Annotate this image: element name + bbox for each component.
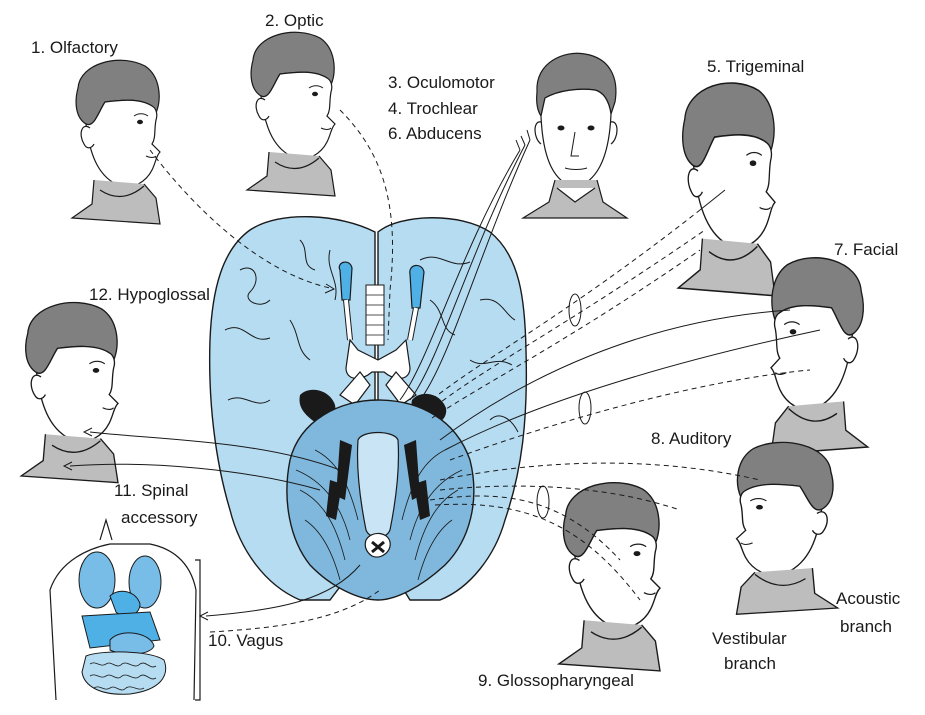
label-spinal-2: accessory [121, 508, 198, 528]
label-vagus: 10. Vagus [208, 631, 283, 651]
label-oculomotor: 3. Oculomotor [388, 73, 495, 93]
head-hypoglossal [21, 303, 118, 483]
head-acoustic [737, 442, 838, 614]
head-oculomotor [523, 53, 627, 218]
head-glossopharyngeal [559, 483, 660, 671]
label-vestibular-1: Vestibular [712, 629, 787, 649]
label-abducens: 6. Abducens [388, 124, 482, 144]
label-optic: 2. Optic [265, 11, 324, 31]
label-facial: 7. Facial [834, 240, 898, 260]
head-facial [771, 258, 868, 454]
label-olfactory: 1. Olfactory [31, 38, 118, 58]
head-optic [247, 32, 335, 196]
label-trigeminal: 5. Trigeminal [707, 57, 804, 77]
brain-base-view [210, 217, 527, 600]
label-glossopharyngeal: 9. Glossopharyngeal [478, 671, 634, 691]
head-olfactory [72, 60, 160, 224]
label-trochlear: 4. Trochlear [388, 99, 478, 119]
torso-organs [50, 520, 200, 700]
label-hypoglossal: 12. Hypoglossal [89, 285, 210, 305]
label-acoustic-2: branch [840, 617, 892, 637]
label-acoustic-1: Acoustic [836, 589, 900, 609]
head-trigeminal [678, 83, 775, 296]
label-spinal-1: 11. Spinal [114, 481, 188, 501]
label-auditory: 8. Auditory [651, 429, 731, 449]
label-vestibular-2: branch [724, 654, 776, 674]
